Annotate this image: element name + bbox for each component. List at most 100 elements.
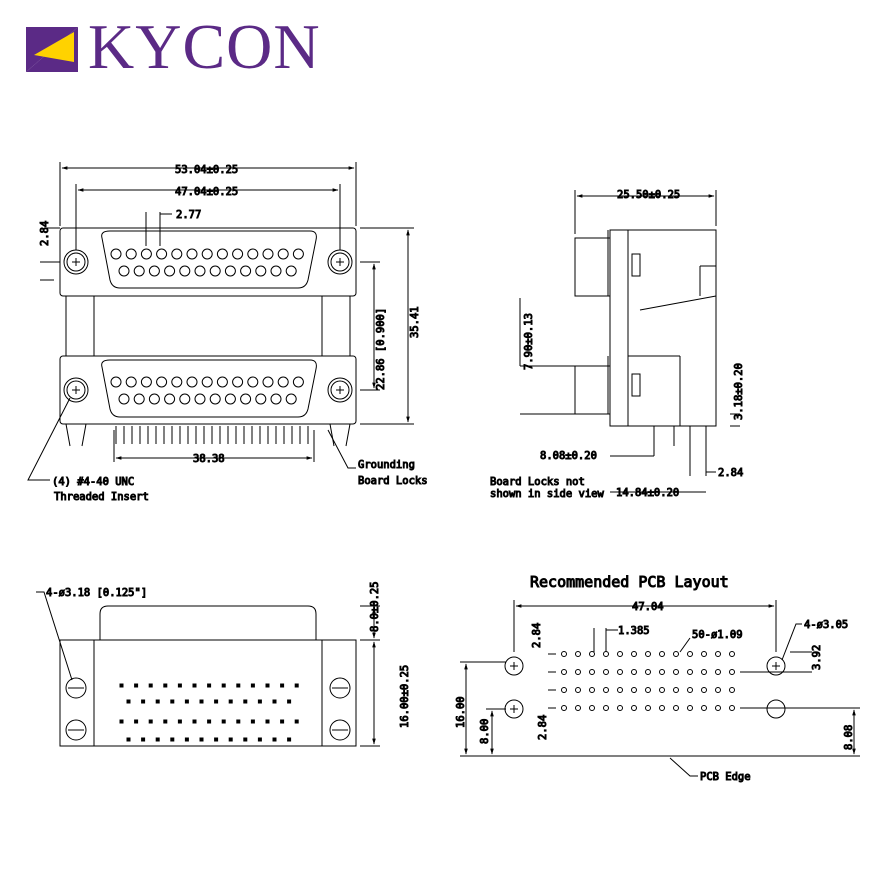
front-pin: [201, 248, 213, 260]
pcb-hole: [715, 651, 721, 657]
bottom-pin: [134, 719, 139, 724]
bottom-pin: [126, 699, 131, 704]
bottom-pin: [228, 737, 233, 742]
front-pin: [216, 248, 228, 260]
bottom-pin: [141, 699, 146, 704]
pcb-hole: [701, 651, 707, 657]
pcb-hole: [645, 651, 651, 657]
bottom-body: [59, 639, 357, 747]
bottom-pin: [272, 699, 277, 704]
front-pin-span-label: 38.38: [193, 453, 225, 465]
bottom-pin: [221, 719, 226, 724]
bottom-pin: [294, 719, 299, 724]
bottom-pin: [265, 683, 270, 688]
front-pin: [186, 248, 198, 260]
bottom-pin: [294, 683, 299, 688]
front-pin: [201, 376, 213, 388]
front-pin: [270, 265, 282, 277]
pcb-hole: [631, 651, 637, 657]
bottom-pin: [126, 737, 131, 742]
pcb-hole: [575, 651, 581, 657]
bottom-pin: [177, 719, 182, 724]
bottom-pin: [155, 737, 160, 742]
front-pin: [148, 393, 160, 405]
side-pin-pitch-label: 2.84: [718, 467, 743, 479]
front-pin: [140, 376, 152, 388]
front-pitch-label: 2.77: [176, 209, 201, 221]
side-lower-shell: [574, 365, 611, 415]
front-pin: [171, 248, 183, 260]
front-pin: [209, 393, 221, 405]
pcb-hole: [589, 687, 595, 693]
pcb-hole: [575, 705, 581, 711]
pcb-hole: [561, 687, 567, 693]
side-flange: [609, 229, 629, 427]
side-pin-span-label: 14.84±0.20: [616, 487, 679, 499]
bottom-hole-label: 4-ø3.18 [0.125"]: [46, 587, 147, 599]
front-pin: [133, 393, 145, 405]
pcb-hole: [645, 687, 651, 693]
front-pin: [156, 376, 168, 388]
front-pin: [247, 248, 259, 260]
bottom-pin: [214, 699, 219, 704]
front-mount-hole: [66, 252, 86, 272]
front-pin: [232, 376, 244, 388]
pcb-hole: [603, 651, 609, 657]
front-pin: [179, 265, 191, 277]
bottom-shell: [99, 605, 317, 640]
bottom-pin: [221, 683, 226, 688]
pcb-hole: [603, 705, 609, 711]
bottom-pin: [170, 699, 175, 704]
front-pin: [148, 265, 160, 277]
front-pin: [255, 393, 267, 405]
pcb-hole: [687, 705, 693, 711]
side-height-b-label: 3.18±0.20: [733, 363, 745, 420]
pcb-hole: [645, 705, 651, 711]
front-upper-shell: [101, 230, 317, 289]
pcb-title: Recommended PCB Layout: [530, 573, 729, 591]
front-pin: [164, 393, 176, 405]
pcb-hole: [575, 687, 581, 693]
pcb-hole: [659, 705, 665, 711]
pcb-hole: [687, 687, 693, 693]
pcb-hole: [729, 651, 735, 657]
bottom-pin: [155, 699, 160, 704]
front-pin: [171, 376, 183, 388]
pcb-width-label: 47.04: [632, 601, 664, 613]
front-pin: [277, 248, 289, 260]
side-upper-shell: [574, 237, 611, 297]
pcb-hole: [631, 669, 637, 675]
pcb-hole: [701, 669, 707, 675]
pcb-height-label: 16.00: [455, 696, 467, 728]
front-pin: [140, 248, 152, 260]
bottom-pin: [199, 737, 204, 742]
front-lower-shell: [101, 359, 317, 418]
pcb-hole: [673, 705, 679, 711]
pcb-hole: [673, 651, 679, 657]
bottom-pin: [287, 699, 292, 704]
front-pin: [179, 393, 191, 405]
front-pin: [292, 248, 304, 260]
front-pin: [240, 265, 252, 277]
pcb-hole: [659, 651, 665, 657]
bottom-pin: [148, 683, 153, 688]
pcb-hole: [715, 705, 721, 711]
pcb-hole: [617, 705, 623, 711]
bottom-dim-a-label: 8.0±0.25: [369, 581, 381, 632]
front-view: [27, 162, 414, 481]
side-height-a-label: 7.90±0.13: [523, 313, 535, 370]
bottom-pin: [184, 737, 189, 742]
front-pin: [224, 393, 236, 405]
front-pin: [194, 265, 206, 277]
pcb-hole: [561, 669, 567, 675]
pcb-hole: [715, 669, 721, 675]
bottom-pin: [134, 683, 139, 688]
pcb-hole: [631, 705, 637, 711]
front-pin: [285, 393, 297, 405]
front-pin: [255, 265, 267, 277]
pcb-hole: [603, 669, 609, 675]
bottom-pin: [119, 683, 124, 688]
pcb-hole: [603, 687, 609, 693]
bottom-pin: [163, 683, 168, 688]
brand-logo-mark: [26, 27, 78, 72]
